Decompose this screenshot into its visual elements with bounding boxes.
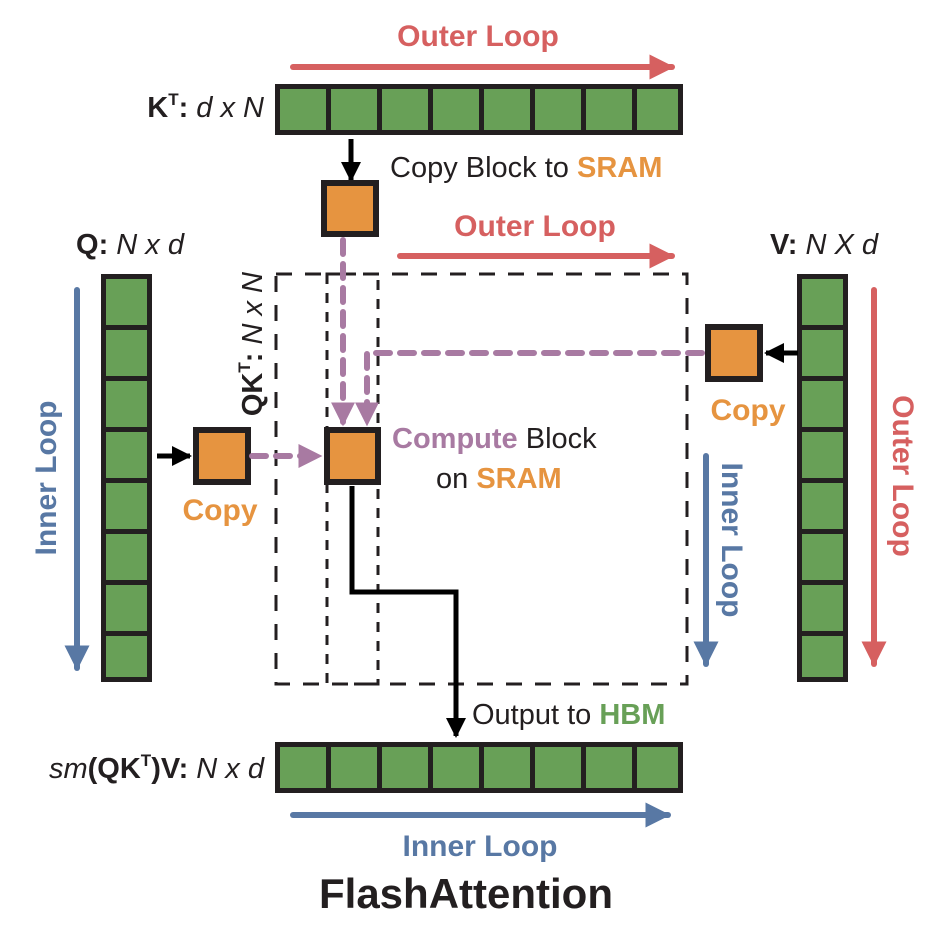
output-path xyxy=(349,486,466,738)
compute-label-line2: on SRAM xyxy=(436,463,562,495)
output-cell xyxy=(484,747,530,788)
v-label: V: N X d xyxy=(770,229,879,261)
qkt-region xyxy=(274,272,689,686)
copy-block-label: Copy Block to SRAM xyxy=(390,152,662,184)
kt-cell xyxy=(331,89,377,130)
kt-cell xyxy=(433,89,479,130)
kt-cell xyxy=(280,89,326,130)
qkt-label: QKT: N x N xyxy=(235,272,269,416)
copy-left-label: Copy xyxy=(183,494,258,527)
copy-right-label: Copy xyxy=(711,394,786,427)
q-cell xyxy=(106,279,147,325)
output-cell xyxy=(637,747,678,788)
v-to-compute-dashed xyxy=(355,350,705,427)
output-matrix xyxy=(275,742,683,793)
inner-loop-right-label: Inner Loop xyxy=(715,463,748,618)
q-cell xyxy=(106,585,147,631)
v-cell xyxy=(802,381,843,427)
v-cell xyxy=(802,534,843,580)
output-label: Output to HBM xyxy=(472,699,665,731)
q-sram-block xyxy=(193,427,251,485)
kt-sram-block xyxy=(321,180,379,237)
kt-label: KT: d x N xyxy=(147,90,264,124)
output-matrix-label: sm(QKT)V: N x d xyxy=(49,751,265,785)
v-cell xyxy=(802,432,843,478)
output-cell xyxy=(331,747,377,788)
output-cell xyxy=(433,747,479,788)
kt-cell xyxy=(382,89,428,130)
output-cell xyxy=(586,747,632,788)
kt-matrix xyxy=(275,84,683,135)
kt-cell xyxy=(586,89,632,130)
inner-loop-left-label: Inner Loop xyxy=(30,401,63,556)
q-cell xyxy=(106,483,147,529)
output-cell xyxy=(280,747,326,788)
kt-cell xyxy=(637,89,678,130)
output-cell xyxy=(382,747,428,788)
outer-loop-mid-label: Outer Loop xyxy=(454,210,616,243)
q-cell xyxy=(106,330,147,376)
inner-loop-bottom-label: Inner Loop xyxy=(403,830,558,863)
v-cell xyxy=(802,483,843,529)
q-cell xyxy=(106,381,147,427)
q-label: Q: N x d xyxy=(76,229,185,261)
v-matrix xyxy=(797,274,848,682)
compute-sram-block xyxy=(324,427,381,485)
q-cell xyxy=(106,636,147,677)
diagram-title: FlashAttention xyxy=(319,870,613,917)
v-cell xyxy=(802,330,843,376)
output-cell xyxy=(535,747,581,788)
q-cell xyxy=(106,534,147,580)
outer-loop-top-label: Outer Loop xyxy=(397,20,559,53)
q-cell xyxy=(106,432,147,478)
compute-label-line1: Compute Block xyxy=(392,423,597,455)
kt-cell xyxy=(484,89,530,130)
q-matrix xyxy=(101,274,152,682)
kt-cell xyxy=(535,89,581,130)
v-cell xyxy=(802,279,843,325)
v-cell xyxy=(802,585,843,631)
outer-loop-right-label: Outer Loop xyxy=(886,395,919,557)
v-sram-block xyxy=(705,324,763,382)
v-cell xyxy=(802,636,843,677)
